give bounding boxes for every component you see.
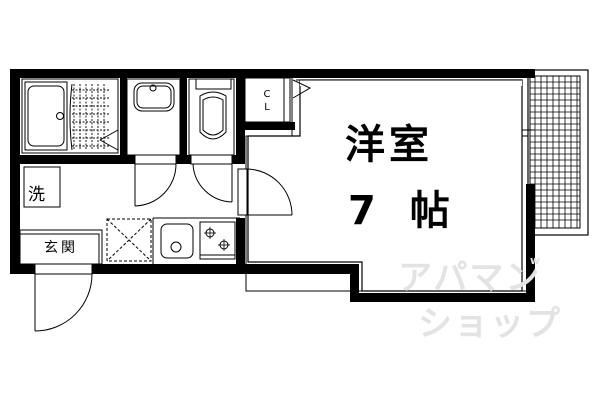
closet-label-l: L (264, 102, 270, 113)
washing-machine-label: 洗 (28, 185, 45, 205)
doors (34, 154, 293, 332)
entrance-step (19, 229, 103, 265)
closet-label: C L (262, 88, 272, 114)
closet-label-c: C (263, 89, 271, 100)
toilet (188, 78, 235, 156)
watermark-small: w (530, 254, 541, 267)
bathtub (21, 78, 119, 154)
stove (199, 221, 236, 260)
watermark-line2: ショップ (418, 304, 562, 344)
refrigerator-space (106, 218, 152, 262)
room-name-label: 洋室 (345, 122, 433, 168)
balcony (527, 69, 589, 236)
closet (244, 77, 312, 136)
kitchen-counter (152, 217, 240, 264)
entrance-label: 玄関 (44, 240, 78, 256)
wash-basin (126, 78, 181, 156)
watermark-line1: アパマン (398, 258, 542, 298)
kitchen-sink (160, 223, 194, 259)
walls (10, 69, 535, 302)
washing-machine-space (23, 166, 61, 208)
room-size-label: 7 帖 (348, 188, 460, 234)
